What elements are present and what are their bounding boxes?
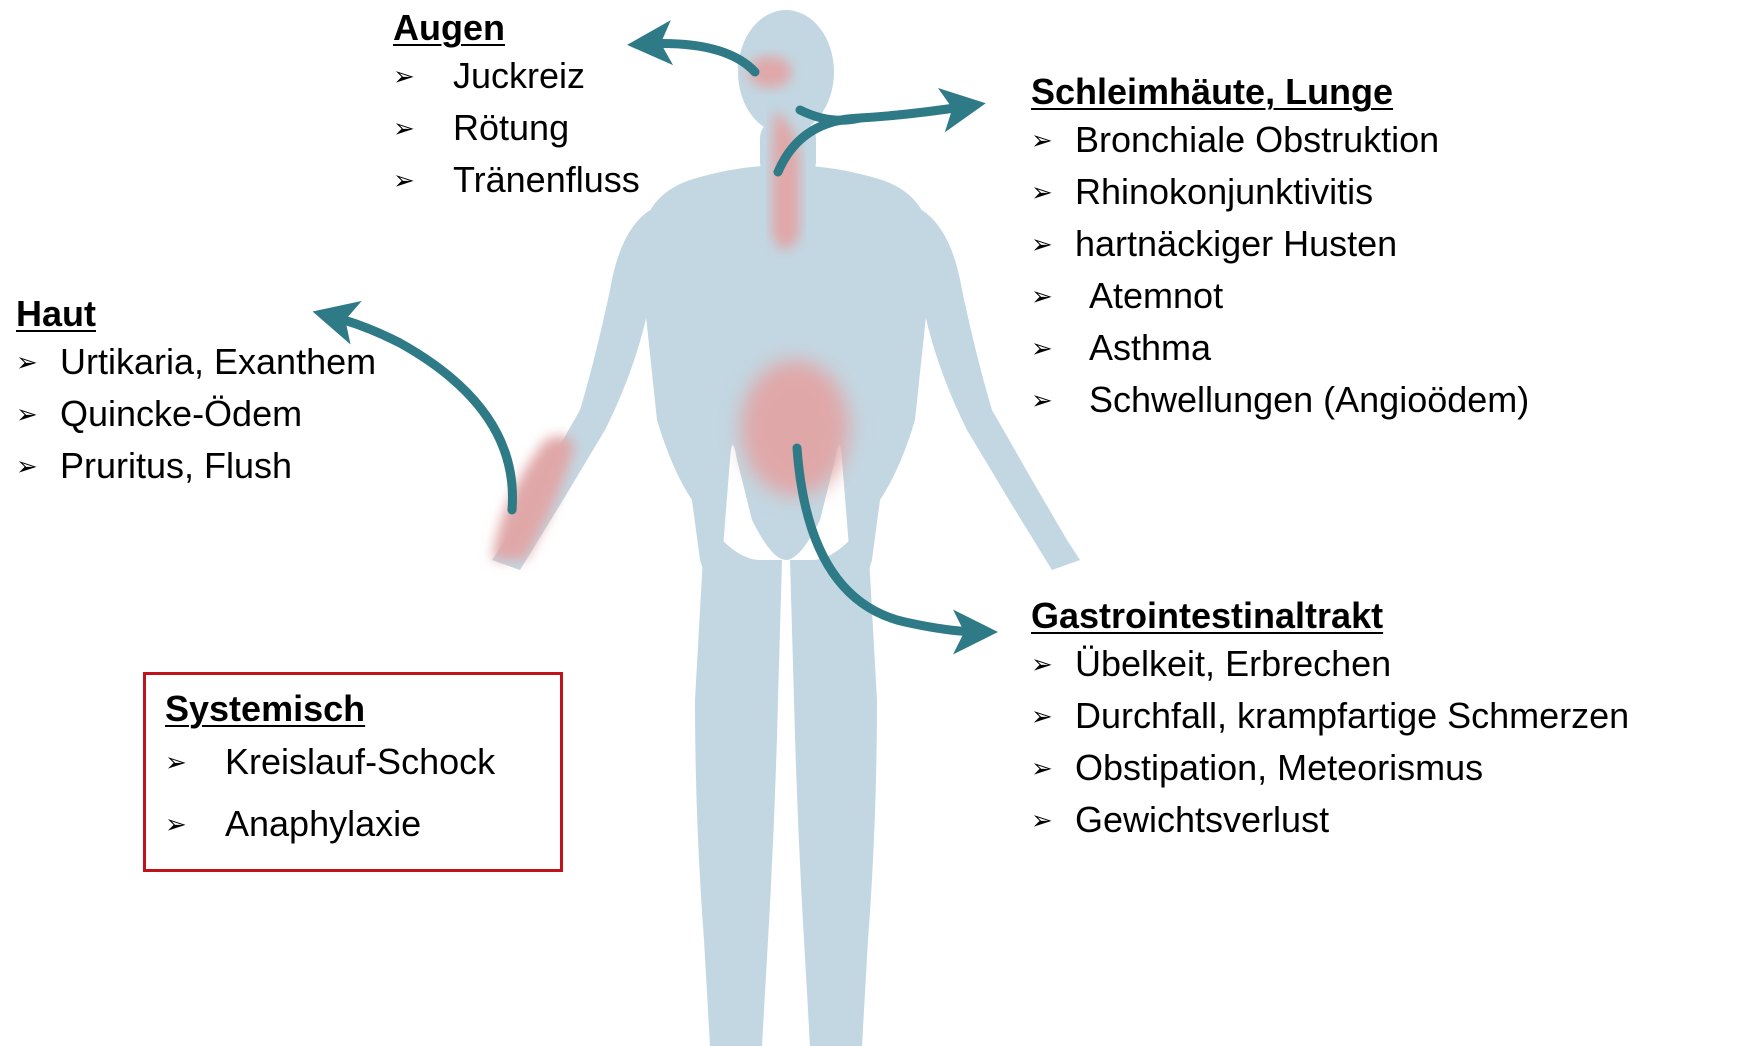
list-item: ➢Urtikaria, Exanthem xyxy=(16,336,376,388)
symptom-label: Rötung xyxy=(453,102,569,154)
bullet-arrow-icon: ➢ xyxy=(16,388,60,440)
mucosa-lung-heading: Schleimhäute, Lunge xyxy=(1031,70,1529,114)
gut-region-highlight xyxy=(741,360,849,496)
eyes-section: Augen ➢Juckreiz ➢Rötung ➢Tränenfluss xyxy=(393,6,640,206)
bullet-arrow-icon: ➢ xyxy=(1031,270,1089,322)
bullet-arrow-icon: ➢ xyxy=(1031,218,1075,270)
bullet-arrow-icon: ➢ xyxy=(16,336,60,388)
systemic-symptom-list: ➢Kreislauf-Schock ➢Anaphylaxie xyxy=(165,731,560,855)
list-item: ➢Atemnot xyxy=(1031,270,1529,322)
list-item: ➢Anaphylaxie xyxy=(165,793,560,855)
right-leg-shape xyxy=(695,520,782,1046)
symptom-label: Rhinokonjunktivitis xyxy=(1075,166,1373,218)
list-item: ➢Juckreiz xyxy=(393,50,640,102)
skin-section: Haut ➢Urtikaria, Exanthem ➢Quincke-Ödem … xyxy=(16,292,376,492)
list-item: ➢hartnäckiger Husten xyxy=(1031,218,1529,270)
symptom-label: Bronchiale Obstruktion xyxy=(1075,114,1439,166)
symptom-label: Durchfall, krampfartige Schmerzen xyxy=(1075,690,1629,742)
bullet-arrow-icon: ➢ xyxy=(165,731,225,793)
skin-heading: Haut xyxy=(16,292,376,336)
list-item: ➢Schwellungen (Angioödem) xyxy=(1031,374,1529,426)
systemic-section-box: Systemisch ➢Kreislauf-Schock ➢Anaphylaxi… xyxy=(143,672,563,872)
bullet-arrow-icon: ➢ xyxy=(1031,742,1075,794)
skin-symptom-list: ➢Urtikaria, Exanthem ➢Quincke-Ödem ➢Prur… xyxy=(16,336,376,492)
symptom-label: Kreislauf-Schock xyxy=(225,731,495,793)
bullet-arrow-icon: ➢ xyxy=(165,793,225,855)
list-item: ➢Bronchiale Obstruktion xyxy=(1031,114,1529,166)
symptom-label: Quincke-Ödem xyxy=(60,388,302,440)
gastrointestinal-symptom-list: ➢Übelkeit, Erbrechen ➢Durchfall, krampfa… xyxy=(1031,638,1629,846)
symptom-label: Asthma xyxy=(1089,322,1211,374)
eyes-symptom-list: ➢Juckreiz ➢Rötung ➢Tränenfluss xyxy=(393,50,640,206)
bullet-arrow-icon: ➢ xyxy=(1031,322,1089,374)
bullet-arrow-icon: ➢ xyxy=(1031,114,1075,166)
gastrointestinal-heading: Gastrointestinaltrakt xyxy=(1031,594,1629,638)
list-item: ➢Quincke-Ödem xyxy=(16,388,376,440)
bullet-arrow-icon: ➢ xyxy=(1031,166,1075,218)
symptom-label: Gewichtsverlust xyxy=(1075,794,1329,846)
eyes-heading: Augen xyxy=(393,6,640,50)
bullet-arrow-icon: ➢ xyxy=(1031,794,1075,846)
list-item: ➢Asthma xyxy=(1031,322,1529,374)
gastrointestinal-section: Gastrointestinaltrakt ➢Übelkeit, Erbrech… xyxy=(1031,594,1629,846)
bullet-arrow-icon: ➢ xyxy=(1031,374,1089,426)
symptom-label: Tränenfluss xyxy=(453,154,640,206)
list-item: ➢Obstipation, Meteorismus xyxy=(1031,742,1629,794)
list-item: ➢Pruritus, Flush xyxy=(16,440,376,492)
bullet-arrow-icon: ➢ xyxy=(1031,638,1075,690)
bullet-arrow-icon: ➢ xyxy=(16,440,60,492)
symptom-label: hartnäckiger Husten xyxy=(1075,218,1397,270)
bullet-arrow-icon: ➢ xyxy=(1031,690,1075,742)
symptom-label: Atemnot xyxy=(1089,270,1223,322)
list-item: ➢Gewichtsverlust xyxy=(1031,794,1629,846)
symptom-label: Übelkeit, Erbrechen xyxy=(1075,638,1391,690)
list-item: ➢Rötung xyxy=(393,102,640,154)
symptom-label: Pruritus, Flush xyxy=(60,440,292,492)
mucosa-arrow-branch xyxy=(800,110,860,120)
symptom-label: Schwellungen (Angioödem) xyxy=(1089,374,1529,426)
symptom-label: Urtikaria, Exanthem xyxy=(60,336,376,388)
list-item: ➢Rhinokonjunktivitis xyxy=(1031,166,1529,218)
symptom-label: Anaphylaxie xyxy=(225,793,421,855)
list-item: ➢Tränenfluss xyxy=(393,154,640,206)
symptom-label: Obstipation, Meteorismus xyxy=(1075,742,1483,794)
systemic-heading: Systemisch xyxy=(165,687,560,731)
mucosa-lung-section: Schleimhäute, Lunge ➢Bronchiale Obstrukt… xyxy=(1031,70,1529,426)
list-item: ➢Kreislauf-Schock xyxy=(165,731,560,793)
symptom-label: Juckreiz xyxy=(453,50,585,102)
list-item: ➢Durchfall, krampfartige Schmerzen xyxy=(1031,690,1629,742)
mucosa-lung-symptom-list: ➢Bronchiale Obstruktion ➢Rhinokonjunktiv… xyxy=(1031,114,1529,426)
bullet-arrow-icon: ➢ xyxy=(393,154,453,206)
bullet-arrow-icon: ➢ xyxy=(393,50,453,102)
bullet-arrow-icon: ➢ xyxy=(393,102,453,154)
list-item: ➢Übelkeit, Erbrechen xyxy=(1031,638,1629,690)
